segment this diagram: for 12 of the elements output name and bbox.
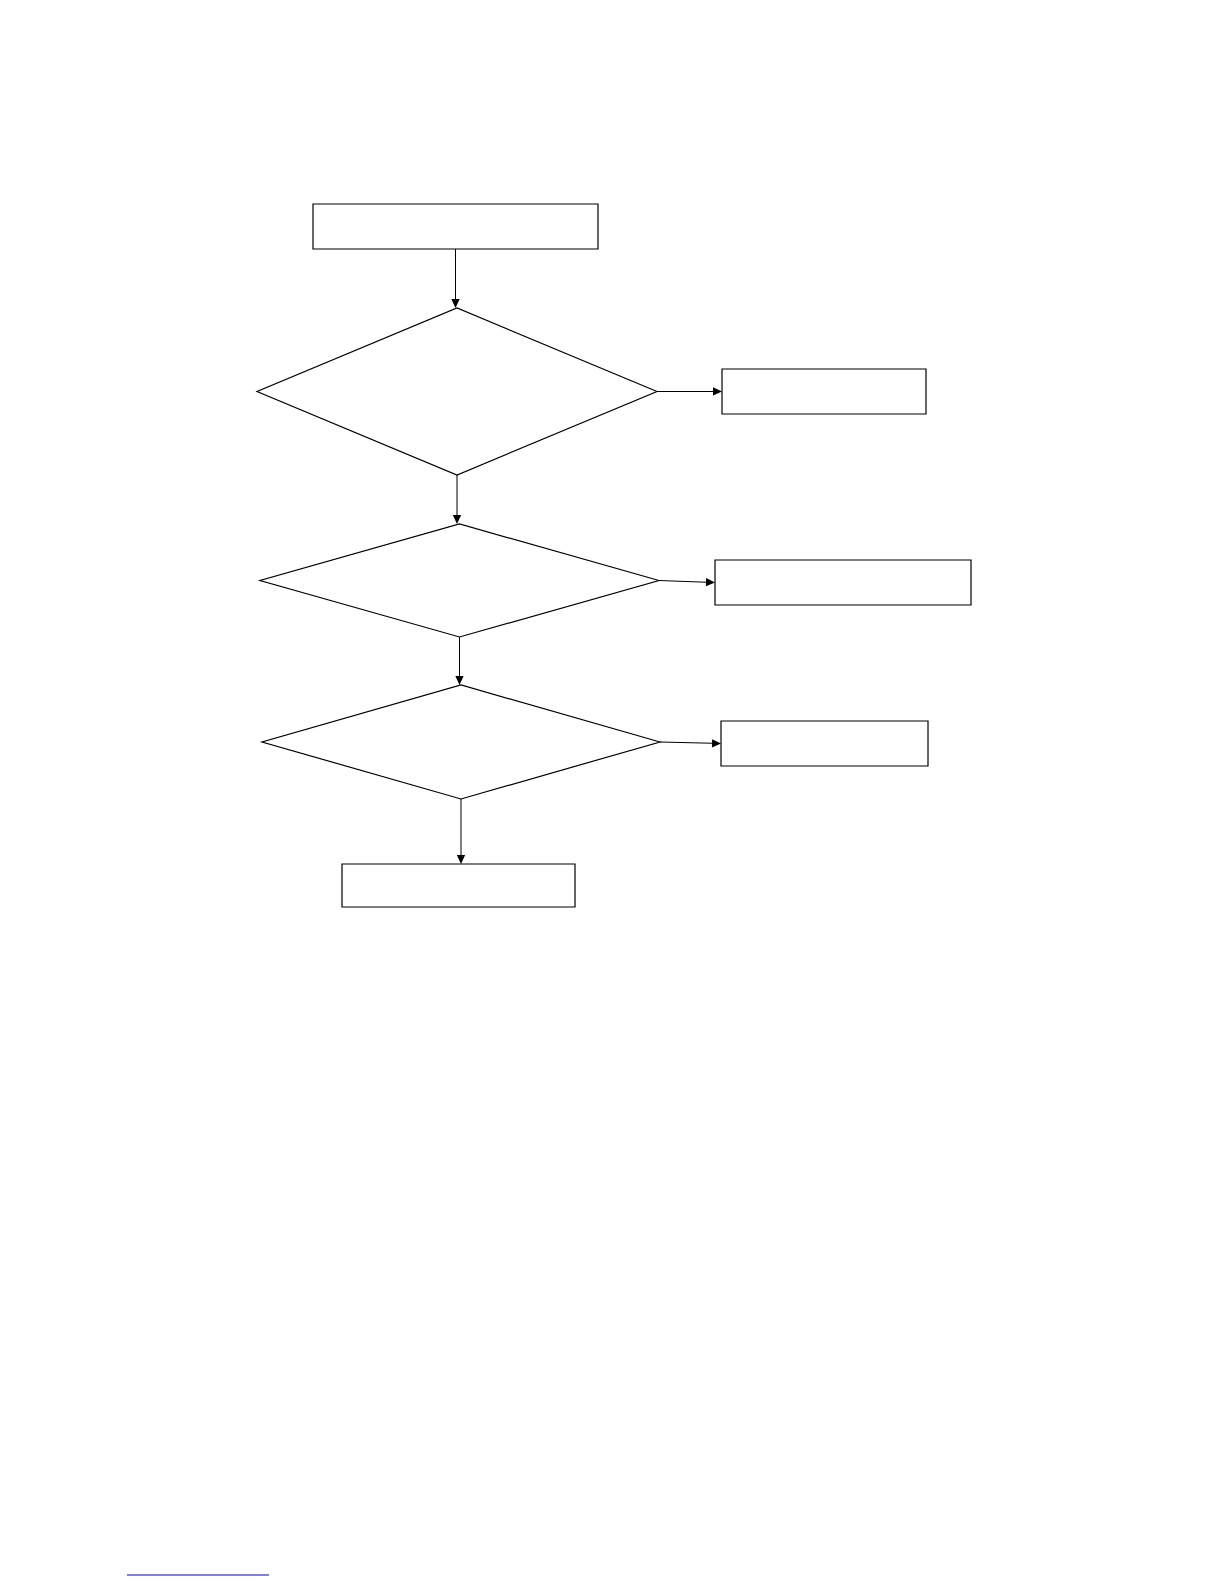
process-box [714,559,972,606]
arrow [457,798,465,864]
arrow [455,636,464,685]
arrow [659,739,721,748]
arrow [453,474,461,524]
process-box [721,368,927,415]
process-box [312,203,599,250]
process-box [720,720,929,767]
process-box [341,863,576,908]
arrow [658,578,715,587]
arrow [451,248,460,308]
arrow [656,387,722,396]
